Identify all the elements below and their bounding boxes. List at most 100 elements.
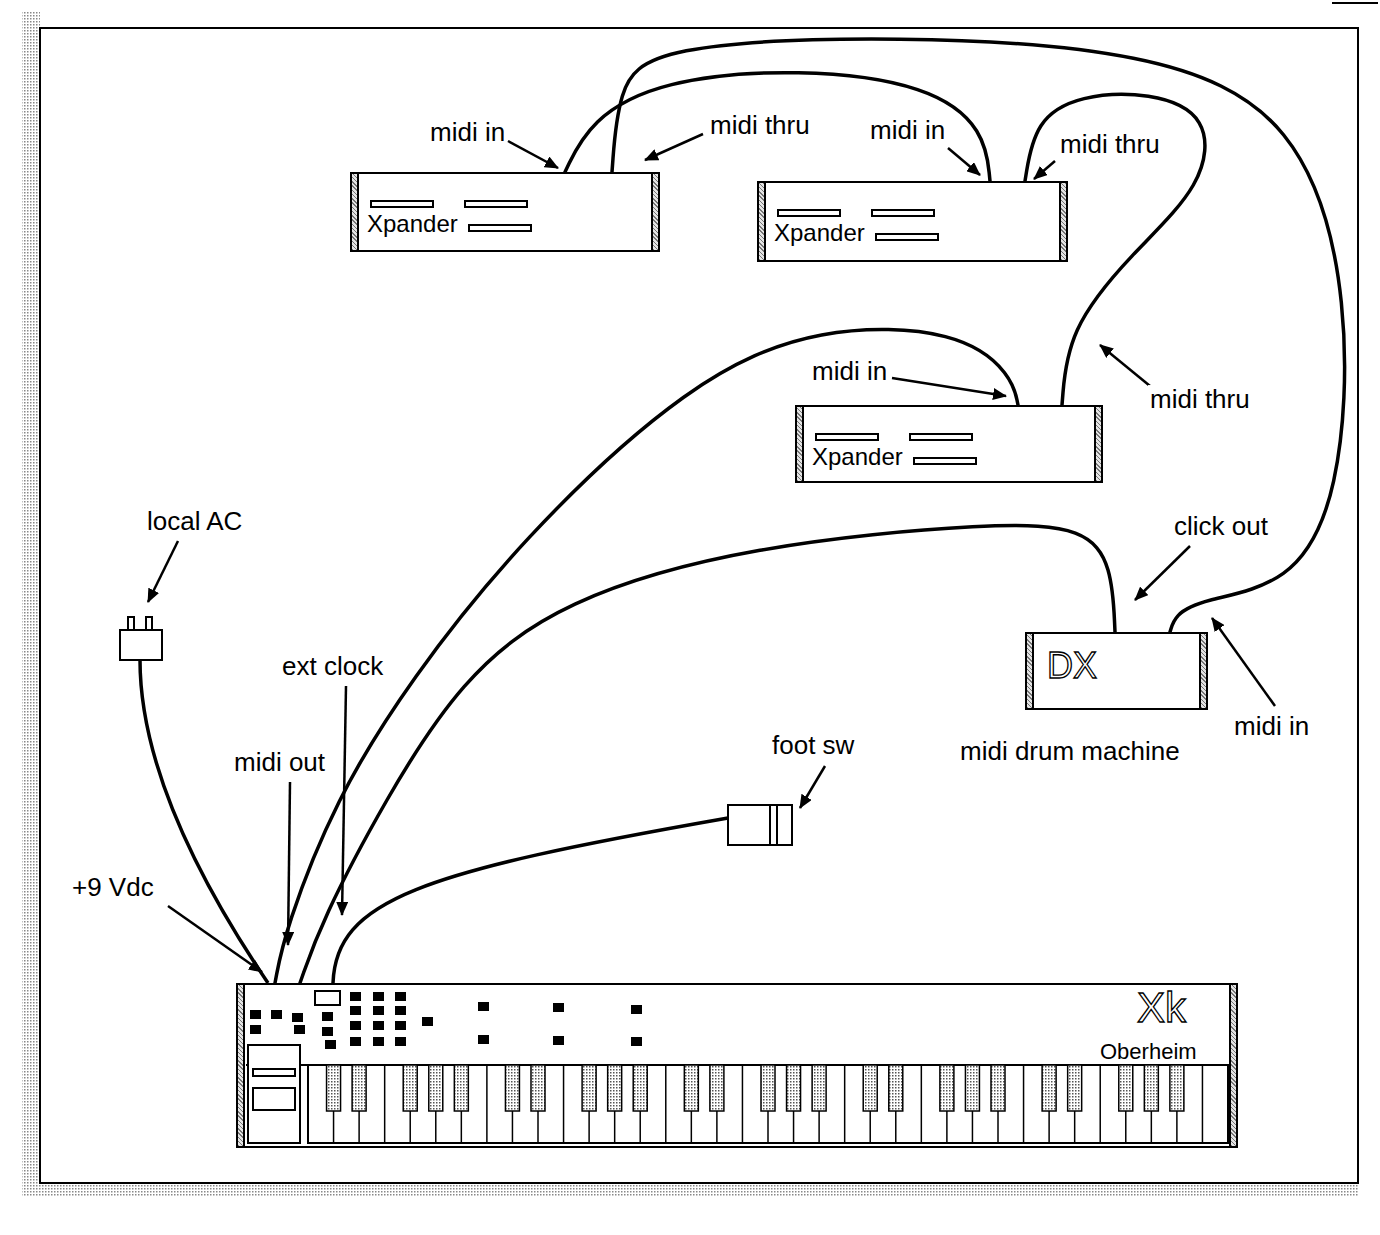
port-label: ext clock (280, 652, 385, 682)
white-key-edge (1125, 1065, 1127, 1143)
panel-button (350, 1006, 361, 1015)
port-label: midi in (1232, 712, 1311, 742)
model-name: Xk (1137, 987, 1186, 1029)
end-cap (795, 405, 804, 483)
end-cap (1059, 181, 1068, 262)
panel-slot (370, 200, 434, 208)
plug-prong (128, 617, 134, 630)
plug-prong (146, 617, 152, 630)
white-key-edge (333, 1065, 335, 1143)
white-key-edge (818, 1065, 820, 1143)
panel-button (271, 1010, 282, 1019)
panel-button (294, 1025, 305, 1034)
black-key (863, 1065, 877, 1111)
frame (40, 28, 1358, 1183)
midi-cable (275, 330, 1018, 983)
leader-arrow (1100, 345, 1150, 386)
end-cap (236, 983, 245, 1148)
white-key-edge (665, 1065, 667, 1143)
wheel-box (248, 1045, 300, 1143)
foot-switch-detail (776, 805, 778, 845)
white-key-edge (997, 1065, 999, 1143)
panel-button (250, 1010, 261, 1019)
end-cap (1025, 632, 1034, 710)
frame-edge (1332, 2, 1378, 4)
end-cap (651, 172, 660, 252)
unit-name: Xpander (812, 445, 903, 469)
leader-arrow (508, 141, 558, 168)
panel-button (350, 1021, 361, 1030)
white-key-edge (921, 1065, 923, 1143)
white-key-edge (895, 1065, 897, 1143)
black-key (940, 1065, 954, 1111)
expander-module: Xpander (757, 181, 1068, 262)
wheel (253, 1088, 295, 1110)
white-key-edge (742, 1065, 744, 1143)
leader-arrow (948, 148, 980, 175)
end-cap (1199, 632, 1208, 710)
leader-arrow (148, 541, 178, 602)
panel-slot (871, 209, 935, 217)
panel-button (373, 1037, 384, 1046)
black-key (352, 1065, 366, 1111)
white-key-edge (1023, 1065, 1025, 1143)
port-label: midi thru (708, 111, 812, 141)
black-key (812, 1065, 826, 1111)
white-key-edge (1151, 1065, 1153, 1143)
panel-button (422, 1017, 433, 1026)
white-key-edge (1048, 1065, 1050, 1143)
panel-button (553, 1036, 564, 1045)
frame-shadow (22, 12, 40, 1195)
unit-name: Xpander (774, 221, 865, 245)
black-key (889, 1065, 903, 1111)
wheel (253, 1069, 295, 1076)
midi-cable (565, 73, 990, 181)
panel-button (322, 1027, 333, 1036)
white-key-edge (767, 1065, 769, 1143)
expander-module: Xpander (795, 405, 1103, 483)
end-cap (1229, 983, 1238, 1148)
port-label: midi thru (1148, 385, 1252, 415)
white-key-edge (1074, 1065, 1076, 1143)
unit-caption: midi drum machine (960, 738, 1180, 764)
panel-button (250, 1025, 261, 1034)
panel-button (395, 992, 406, 1001)
panel-button (350, 992, 361, 1001)
panel-button (395, 1021, 406, 1030)
white-key-edge (946, 1065, 948, 1143)
white-key-edge (1202, 1065, 1204, 1143)
black-key (454, 1065, 468, 1111)
end-cap (1094, 405, 1103, 483)
white-key-edge (639, 1065, 641, 1143)
white-key-edge (716, 1065, 718, 1143)
port-label: midi thru (1058, 130, 1162, 160)
panel-button (350, 1037, 361, 1046)
panel-button (395, 1037, 406, 1046)
white-key-edge (486, 1065, 488, 1143)
panel-slot (875, 233, 939, 241)
brand-name: Oberheim (1100, 1041, 1197, 1063)
panel-slot (913, 457, 977, 465)
panel-button (478, 1035, 489, 1044)
white-key-edge (409, 1065, 411, 1143)
keyboard-controller: XkOberheim (236, 983, 1238, 1148)
panel-button (373, 1021, 384, 1030)
frame-shadow (22, 1183, 1358, 1197)
white-key-edge (614, 1065, 616, 1143)
port-label: local AC (145, 507, 244, 537)
black-key (710, 1065, 724, 1111)
black-key (761, 1065, 775, 1111)
keyboard-drawing (238, 985, 1236, 1146)
leader-arrow (800, 766, 825, 808)
white-key-edge (461, 1065, 463, 1143)
panel-slot (468, 224, 532, 232)
panel-slot (777, 209, 841, 217)
black-key (327, 1065, 341, 1111)
white-key-edge (384, 1065, 386, 1143)
port-label: midi in (428, 118, 507, 148)
port-label: click out (1172, 512, 1270, 542)
white-key-edge (691, 1065, 693, 1143)
footswitch-cable (333, 818, 728, 983)
